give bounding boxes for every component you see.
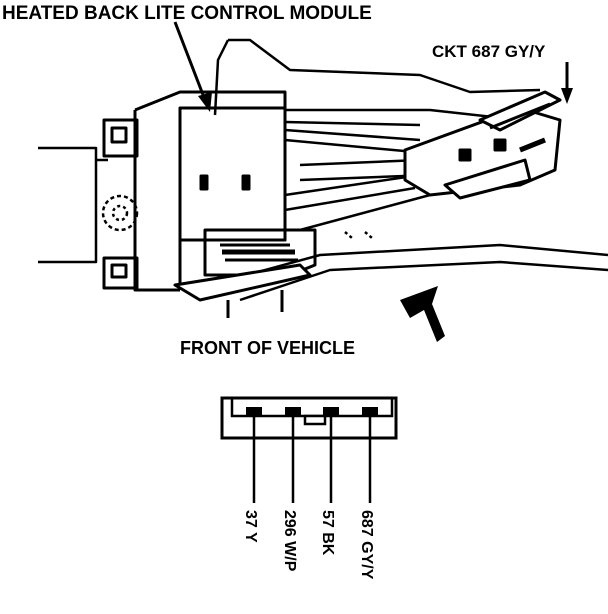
circuit-callout: CKT 687 GY/Y [432,42,546,61]
control-module [102,90,317,318]
connector-pin-4: 687 GY/Y [358,407,378,580]
front-of-vehicle-label: FRONT OF VEHICLE [180,338,355,358]
harness-connector [403,90,562,200]
connector-pin-1: 37 Y [242,407,262,543]
pin-label: 687 GY/Y [358,510,375,580]
pin-label: 296 W/P [281,510,298,572]
front-direction-arrow [400,286,445,342]
connector-face [220,396,398,440]
connector-pin-3: 57 BK [319,407,339,556]
title-leader-arrow [173,21,212,112]
pin-label: 37 Y [242,510,259,543]
pin-label: 57 BK [319,510,336,556]
module-title: HEATED BACK LITE CONTROL MODULE [2,3,372,24]
wire-harness [284,128,431,232]
circuit-leader-arrow [561,62,573,104]
connector-pin-2: 296 W/P [281,407,301,572]
